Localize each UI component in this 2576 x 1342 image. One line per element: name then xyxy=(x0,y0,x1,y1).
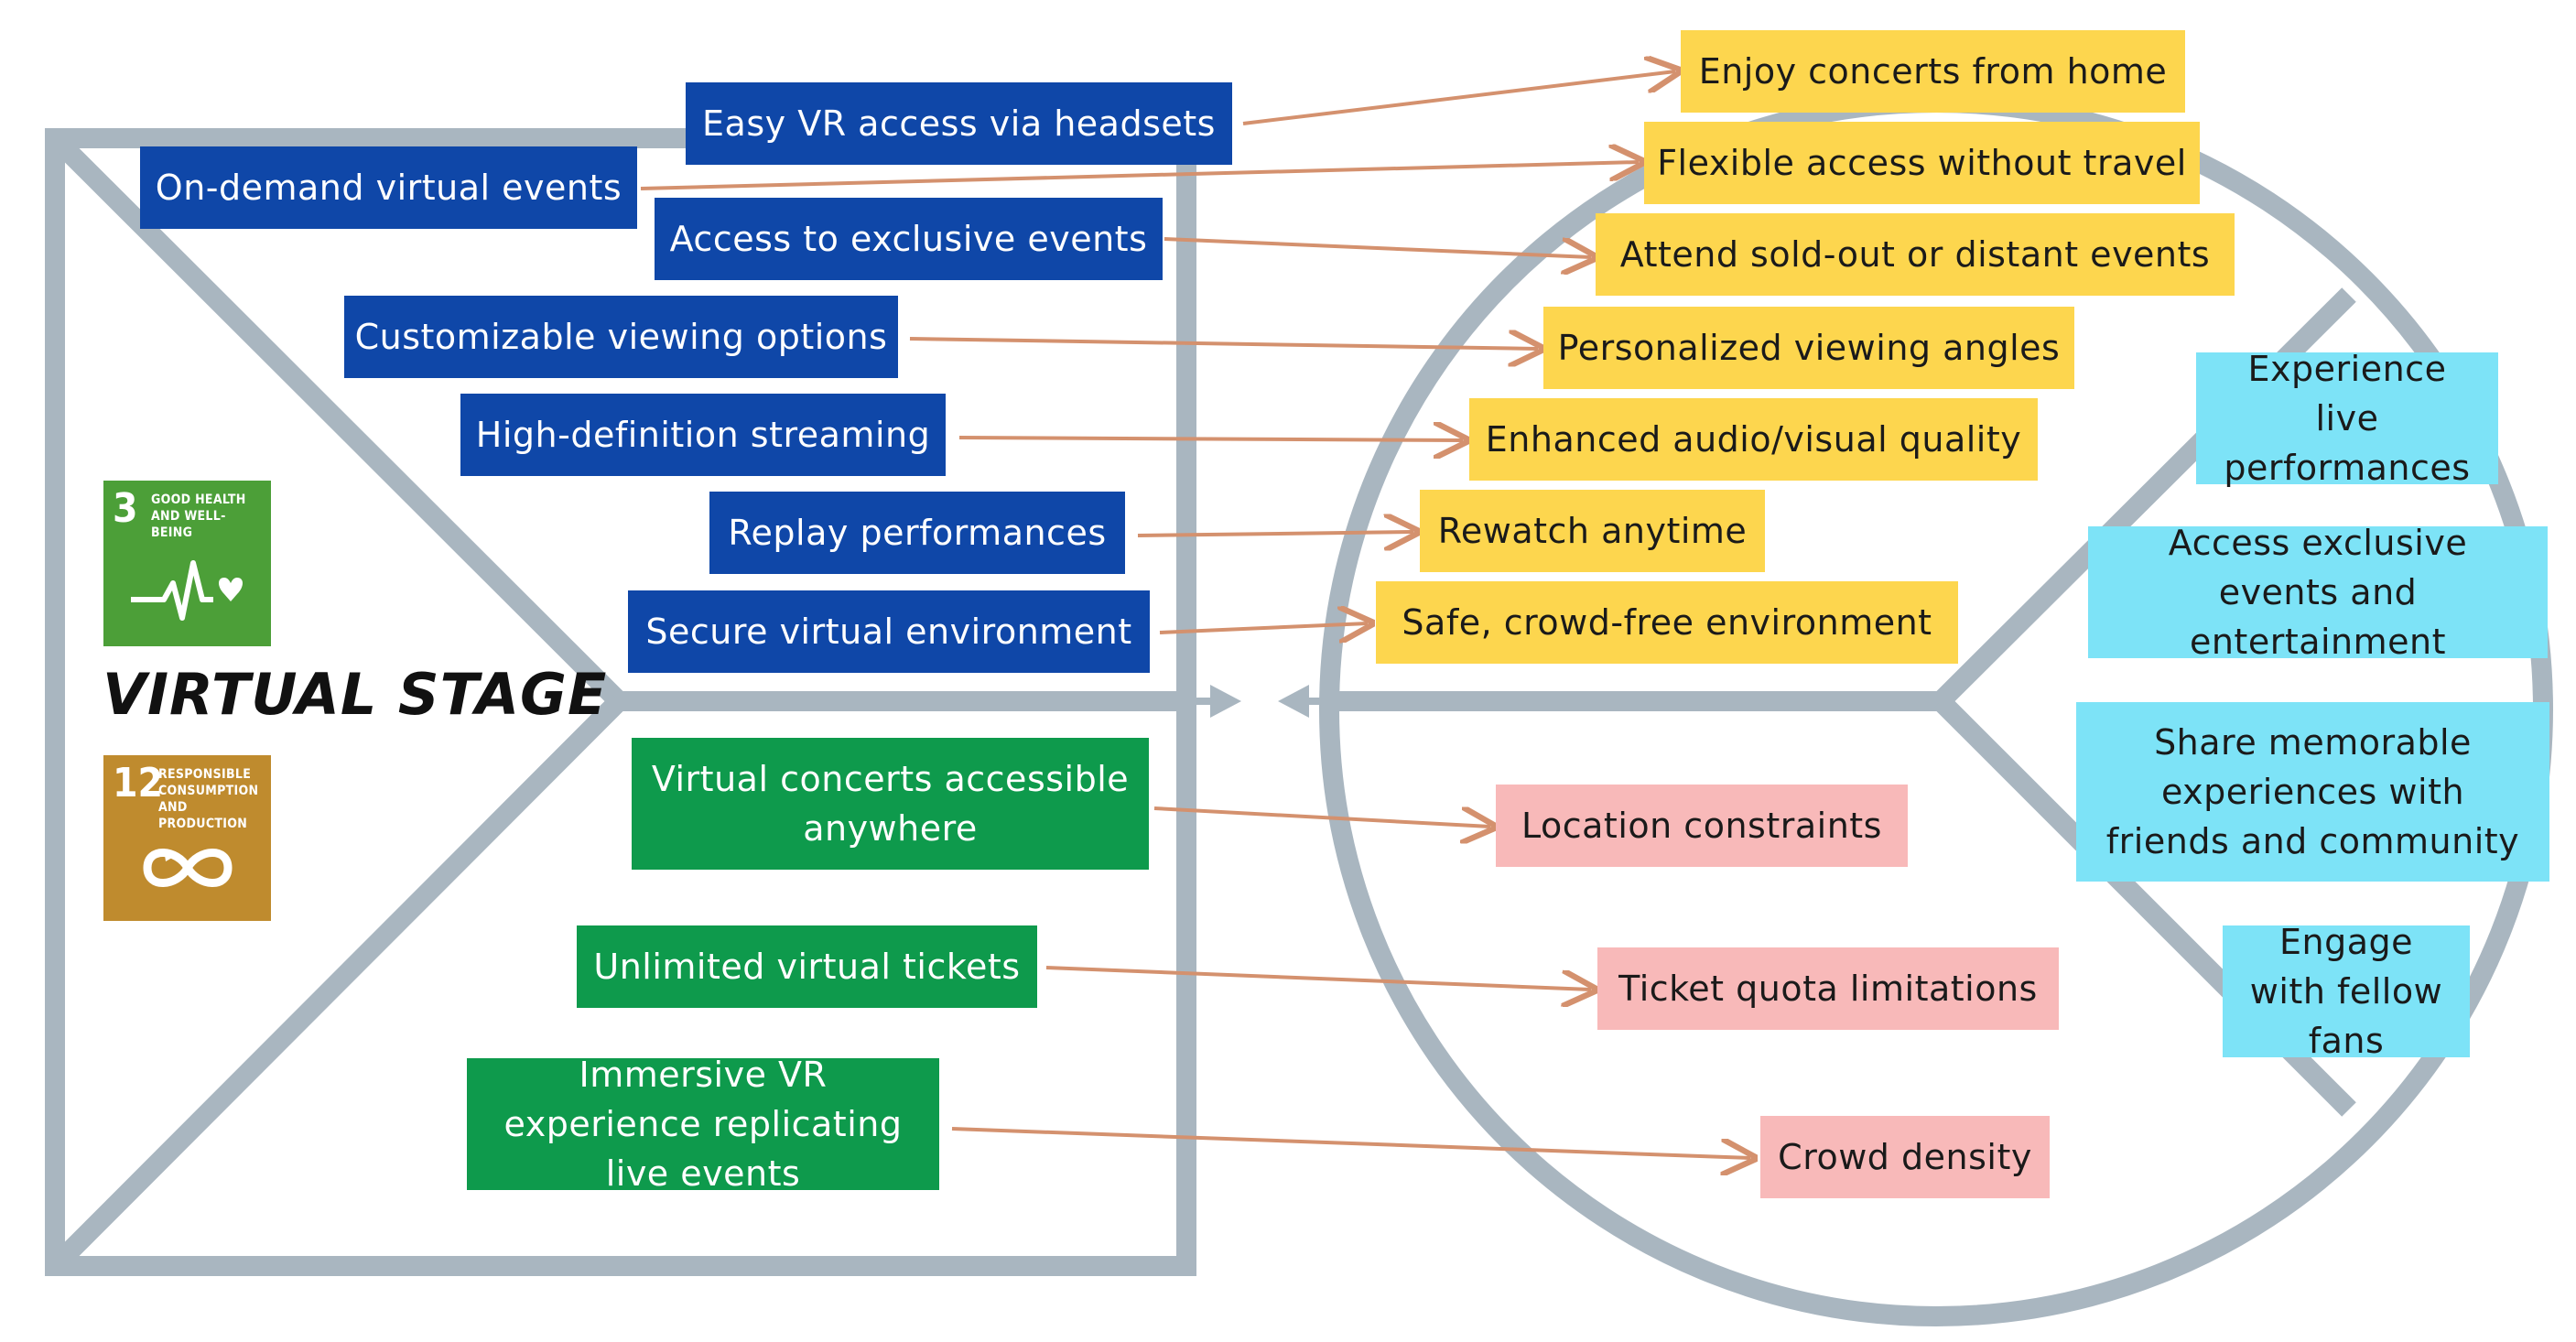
sdg-3-number: 3 xyxy=(113,485,138,532)
gain-enjoy-from-home: Enjoy concerts from home xyxy=(1681,30,2185,113)
fit-arrow-right-icon xyxy=(1210,685,1241,718)
connector-1 xyxy=(1242,71,1675,125)
sdg-12-badge-icon: 12 RESPONSIBLE CONSUMPTION AND PRODUCTIO… xyxy=(103,755,271,921)
reliever-immersive-vr: Immersive VR experience replicating live… xyxy=(467,1055,939,1194)
connector-6 xyxy=(1137,532,1413,536)
gain-rewatch-anytime: Rewatch anytime xyxy=(1420,490,1765,572)
sdg-3-text: GOOD HEALTH AND WELL-BEING xyxy=(151,492,246,540)
product-customizable-viewing: Customizable viewing options xyxy=(344,296,898,378)
reliever-unlimited-tickets: Unlimited virtual tickets xyxy=(577,925,1037,1008)
gain-flexible-access: Flexible access without travel xyxy=(1644,122,2200,204)
product-on-demand-events: On-demand virtual events xyxy=(140,146,637,229)
pain-crowd-density: Crowd density xyxy=(1760,1116,2050,1198)
value-map-diagonal-top xyxy=(58,141,626,709)
job-engage-fans: Engage with fellow fans xyxy=(2223,922,2470,1061)
gain-personalized-angles: Personalized viewing angles xyxy=(1543,307,2074,389)
product-exclusive-events: Access to exclusive events xyxy=(655,198,1163,280)
infinity-icon xyxy=(143,849,233,887)
gain-sold-out-events: Attend sold-out or distant events xyxy=(1596,213,2235,296)
sdg-3-badge-icon: 3 GOOD HEALTH AND WELL-BEING xyxy=(103,481,271,646)
job-experience-live: Experience live performances xyxy=(2196,349,2498,488)
fit-arrow-left-icon xyxy=(1278,685,1309,718)
product-secure-environment: Secure virtual environment xyxy=(628,590,1150,673)
fit-arrows xyxy=(1186,685,1338,718)
job-access-exclusive: Access exclusive events and entertainmen… xyxy=(2088,523,2548,662)
product-easy-vr-access: Easy VR access via headsets xyxy=(686,82,1232,165)
connector-2 xyxy=(640,162,1639,190)
gain-audio-visual-quality: Enhanced audio/visual quality xyxy=(1469,398,2038,481)
connector-5 xyxy=(958,438,1463,440)
product-replay-performances: Replay performances xyxy=(709,492,1125,574)
gain-crowd-free: Safe, crowd-free environment xyxy=(1376,581,1958,664)
product-hd-streaming: High-definition streaming xyxy=(460,394,946,476)
sdg-12-text: RESPONSIBLE CONSUMPTION AND PRODUCTION xyxy=(158,767,259,831)
value-map-diagonal-bottom xyxy=(58,694,626,1263)
connectors xyxy=(640,71,1750,1158)
connector-4 xyxy=(909,339,1538,349)
page-title: VIRTUAL STAGE xyxy=(103,661,608,728)
pain-location-constraints: Location constraints xyxy=(1496,785,1908,867)
connector-10 xyxy=(951,1127,1750,1158)
connector-7 xyxy=(1159,623,1368,633)
connector-8 xyxy=(1153,806,1490,827)
reliever-accessible-anywhere: Virtual concerts accessible anywhere xyxy=(632,738,1149,870)
job-share-experiences: Share memorable experiences with friends… xyxy=(2076,702,2549,882)
pain-ticket-quota: Ticket quota limitations xyxy=(1597,947,2059,1030)
sdg-12-number: 12 xyxy=(113,760,164,806)
connector-3 xyxy=(1164,237,1591,257)
connector-9 xyxy=(1045,966,1591,990)
heartbeat-icon xyxy=(131,560,243,621)
